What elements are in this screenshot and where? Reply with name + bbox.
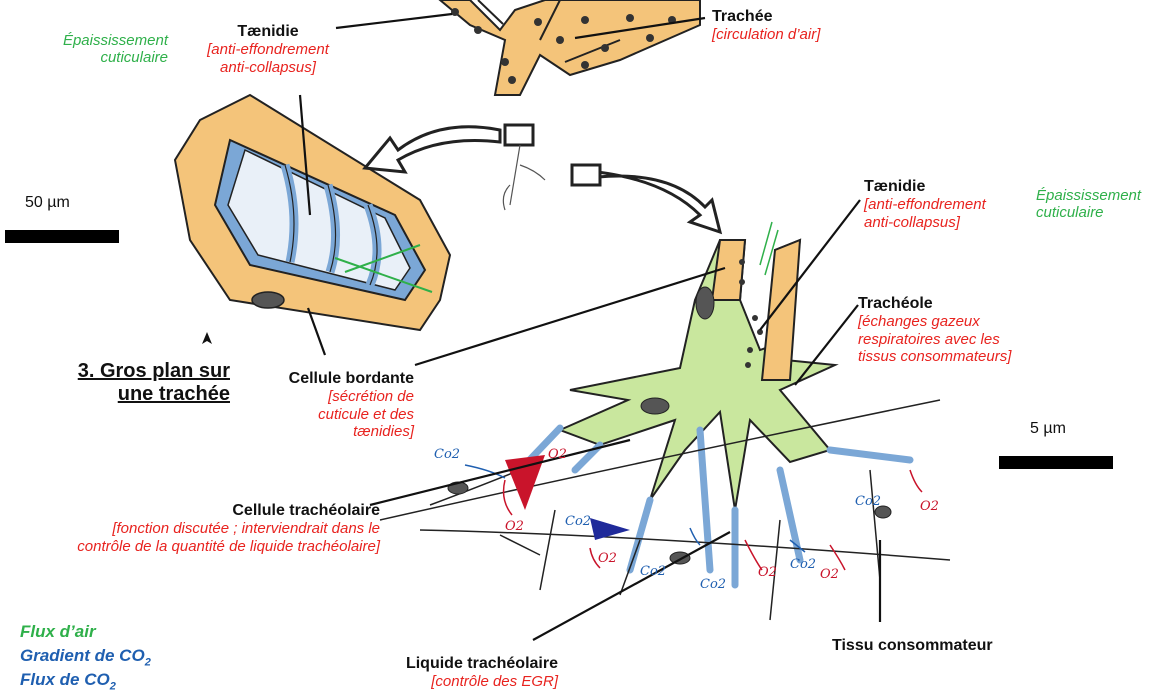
scale-bar-right xyxy=(999,456,1113,469)
label-epaississement-left: Épaississement cuticulaire xyxy=(20,32,168,67)
scale-bar-left xyxy=(5,230,119,243)
north-arrow-icon xyxy=(202,332,212,344)
section-title: 3. Gros plan sur une trachée xyxy=(28,360,230,406)
label-cellule-bordante: Cellule bordante [sécrétion de cuticule … xyxy=(218,370,414,440)
o2-handwritten: O2 xyxy=(758,566,777,581)
o2-handwritten: O2 xyxy=(598,552,617,567)
co2-handwritten: Co2 xyxy=(565,515,591,530)
legend-co2-flux: Flux de CO2 xyxy=(20,670,116,693)
label-trachee: Trachée [circulation d’air] xyxy=(712,8,820,44)
o2-handwritten: O2 xyxy=(505,520,524,535)
label-tracheole: Trachéole [échanges gazeux respiratoires… xyxy=(858,295,1011,365)
label-taenidie-right: Tænidie [anti-effondrement anti-collapsu… xyxy=(864,178,986,231)
co2-handwritten: Co2 xyxy=(434,448,460,463)
label-epaississement-right: Épaississement cuticulaire xyxy=(1036,187,1141,222)
scale-label-right: 5 µm xyxy=(1030,420,1066,438)
o2-handwritten: O2 xyxy=(820,568,839,583)
trachea-top-drawing xyxy=(440,0,700,95)
co2-handwritten: Co2 xyxy=(790,558,816,573)
tissue-outline-drawing xyxy=(380,400,950,620)
tracheole-cell-drawing xyxy=(520,240,910,585)
label-liquide-tracheolaire: Liquide trachéolaire [contrôle des EGR] xyxy=(340,655,558,691)
o2-handwritten: O2 xyxy=(920,500,939,515)
co2-handwritten: Co2 xyxy=(855,495,881,510)
co2-handwritten: Co2 xyxy=(640,565,666,580)
o2-handwritten: O2 xyxy=(548,448,567,463)
scale-label-left: 50 µm xyxy=(25,194,70,212)
trachea-section-drawing xyxy=(175,95,450,330)
small-branch-drawing xyxy=(503,145,545,210)
legend-air-flux: Flux d’air xyxy=(20,622,96,642)
label-taenidie-top: Tænidie [anti-effondrement anti-collapsu… xyxy=(178,23,358,76)
label-tissu-consommateur: Tissu consommateur xyxy=(832,637,993,655)
legend-co2-gradient: Gradient de CO2 xyxy=(20,646,151,669)
co2-handwritten: Co2 xyxy=(700,578,726,593)
label-cellule-tracheolaire: Cellule trachéolaire [fonction discutée … xyxy=(0,502,380,555)
